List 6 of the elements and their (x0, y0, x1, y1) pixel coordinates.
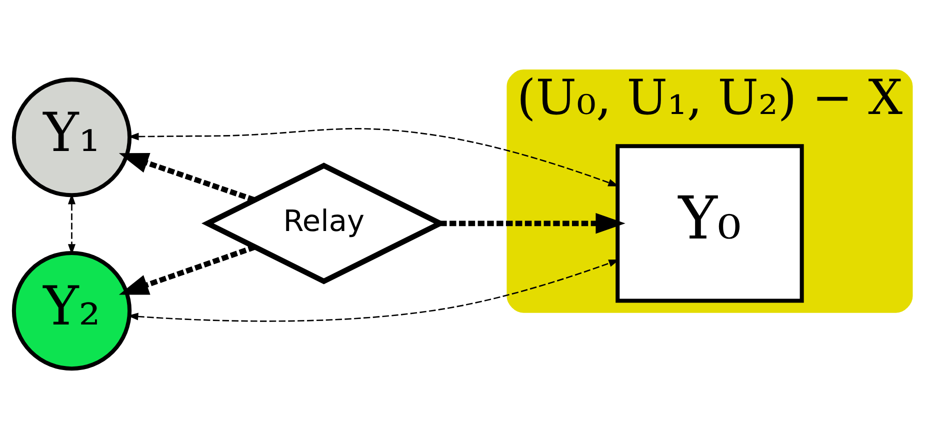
arrow (118, 152, 256, 202)
node-circle: Y₁ (12, 77, 132, 197)
arrow (118, 244, 256, 294)
arrow (440, 212, 626, 234)
node-circle: Y₂ (12, 250, 132, 370)
node-box: Y₀ (616, 144, 804, 302)
